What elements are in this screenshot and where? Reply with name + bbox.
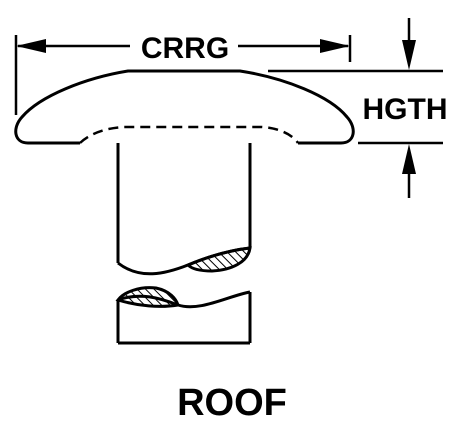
- hidden-shank-edge: [79, 125, 300, 144]
- rivet-head: [14, 69, 355, 145]
- upper-break-hatch: [185, 246, 252, 273]
- lower-break-hatch: [115, 286, 180, 308]
- width-arrow-left: [16, 39, 46, 53]
- width-label: CRRG: [141, 32, 229, 65]
- height-arrow-bottom: [402, 144, 416, 174]
- width-arrow-right: [320, 39, 350, 53]
- diagram-title: ROOF: [177, 382, 287, 424]
- height-label: HGTH: [363, 93, 448, 126]
- height-arrow-top: [402, 40, 416, 70]
